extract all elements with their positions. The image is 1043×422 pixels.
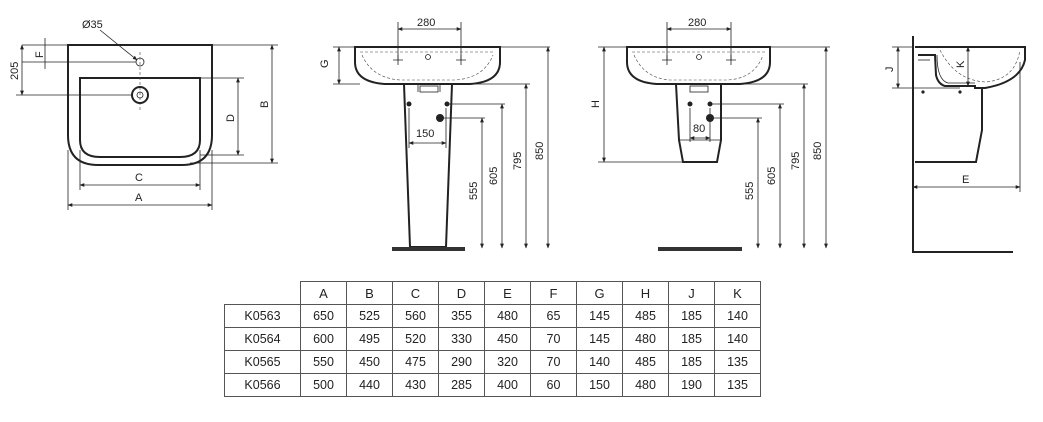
table-cell: 70 [530,327,577,351]
table-cell: 185 [668,350,715,374]
table-cell: 285 [438,373,485,397]
column-header: E [484,281,531,305]
dimensions-table: A B C D E F G H J K K0563 650 525 560 35… [224,281,761,397]
column-header: J [668,281,715,305]
table-cell: 600 [300,327,347,351]
table-cell: 400 [484,373,531,397]
dim-795-a: 795 [512,152,524,170]
table-cell: 185 [668,327,715,351]
dim-850-b: 850 [812,142,824,160]
table-cell: 60 [530,373,577,397]
table-cell: 135 [714,350,761,374]
label-B: B [259,101,271,108]
label-J: J [884,67,896,73]
table-cell: 150 [576,373,623,397]
table-cell: 320 [484,350,531,374]
table-cell: 450 [484,327,531,351]
label-A: A [135,192,143,204]
dim-280-a: 280 [417,17,435,29]
table-cell: 185 [668,304,715,328]
column-header: A [300,281,347,305]
label-hole-diameter: Ø35 [82,19,103,31]
label-F: F [34,51,46,58]
side-view: K J E [884,36,1026,253]
basin-front-2 [626,46,771,85]
wall [912,36,1013,253]
table-cell: 560 [392,304,439,328]
front-view-pedestal: 280 G 150 555 [319,17,550,251]
dim-795-b: 795 [790,152,802,170]
semi-pedestal-side [915,88,983,163]
table-cell: 550 [300,350,347,374]
table-cell: 485 [622,304,669,328]
model-code: K0563 [224,304,301,328]
basin-bowl [79,77,201,158]
label-K: K [955,60,967,68]
table-cell: 145 [576,327,623,351]
table-cell: 500 [300,373,347,397]
dim-605-b: 605 [766,167,778,185]
label-C: C [135,172,143,184]
front-view-semi-pedestal: 280 80 H 555 605 795 [590,17,830,251]
table-cell: 475 [392,350,439,374]
table-cell: 485 [622,350,669,374]
table-cell: 480 [622,327,669,351]
table-cell: 65 [530,304,577,328]
table-cell: 525 [346,304,393,328]
dim-205: 205 [9,62,21,80]
basin-front [354,46,501,85]
column-header: F [530,281,577,305]
table-cell: 135 [714,373,761,397]
model-code: K0565 [224,350,301,374]
table-cell: 440 [346,373,393,397]
column-header: K [714,281,761,305]
table-cell: 650 [300,304,347,328]
table-cell: 140 [714,304,761,328]
table-row: K0565 550 450 475 290 320 70 140 485 185… [224,350,761,374]
model-code: K0564 [224,327,301,351]
top-view: Ø35 F 205 D B C A [9,19,278,210]
table-row: K0563 650 525 560 355 480 65 145 485 185… [224,304,761,328]
table-cell: 480 [484,304,531,328]
column-header: G [576,281,623,305]
table-cell: 430 [392,373,439,397]
dim-80: 80 [693,123,705,135]
dim-555-a: 555 [468,182,480,200]
table-cell: 140 [714,327,761,351]
table-header-row: A B C D E F G H J K [224,281,761,305]
label-H: H [590,100,602,108]
basin-side [915,46,1026,89]
table-corner [224,281,301,305]
table-cell: 145 [576,304,623,328]
table-cell: 495 [346,327,393,351]
dim-555-b: 555 [744,182,756,200]
label-D: D [225,114,237,122]
table-cell: 520 [392,327,439,351]
pedestal [402,83,454,248]
table-cell: 450 [346,350,393,374]
table-cell: 70 [530,350,577,374]
table-cell: 140 [576,350,623,374]
column-header: B [346,281,393,305]
basin-outline [67,44,213,166]
table-cell: 355 [438,304,485,328]
label-E: E [962,174,969,186]
dim-280-b: 280 [688,17,706,29]
table-cell: 190 [668,373,715,397]
dim-850-a: 850 [534,142,546,160]
dim-150: 150 [416,128,434,140]
dim-605-a: 605 [488,167,500,185]
table-row: K0566 500 440 430 285 400 60 150 480 190… [224,373,761,397]
column-header: D [438,281,485,305]
table-row: K0564 600 495 520 330 450 70 145 480 185… [224,327,761,351]
technical-drawing: Ø35 F 205 D B C A 280 [9,17,1026,253]
column-header: H [622,281,669,305]
table-cell: 330 [438,327,485,351]
table-cell: 480 [622,373,669,397]
table-cell: 290 [438,350,485,374]
model-code: K0566 [224,373,301,397]
column-header: C [392,281,439,305]
label-G: G [319,59,331,68]
